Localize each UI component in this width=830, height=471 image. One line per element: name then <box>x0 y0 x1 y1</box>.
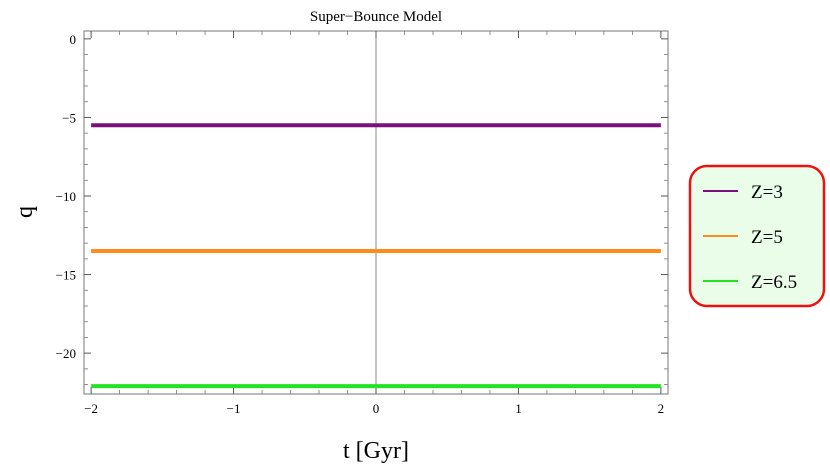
legend-label-z-3: Z=3 <box>751 182 783 203</box>
chart-title: Super−Bounce Model <box>310 9 442 25</box>
legend: Z=3Z=5Z=6.5 <box>688 164 826 308</box>
x-tick-label: 2 <box>658 401 665 416</box>
x-axis-label: t [Gyr] <box>343 438 409 464</box>
x-tick-label: 1 <box>515 401 522 416</box>
y-tick-label: 0 <box>70 32 77 47</box>
x-tick-label: −1 <box>227 401 241 416</box>
series-group <box>91 123 661 389</box>
y-tick-label: −20 <box>56 346 76 361</box>
x-tick-label: −2 <box>84 401 98 416</box>
legend-label-z-6-5: Z=6.5 <box>751 272 797 293</box>
legend-box <box>688 164 826 308</box>
y-axis-label: q <box>12 206 38 218</box>
y-tick-label: −15 <box>56 268 76 283</box>
y-tick-label: −5 <box>62 110 76 125</box>
x-tick-label: 0 <box>373 401 380 416</box>
y-tick-label: −10 <box>56 189 76 204</box>
legend-label-z-5: Z=5 <box>751 227 783 248</box>
